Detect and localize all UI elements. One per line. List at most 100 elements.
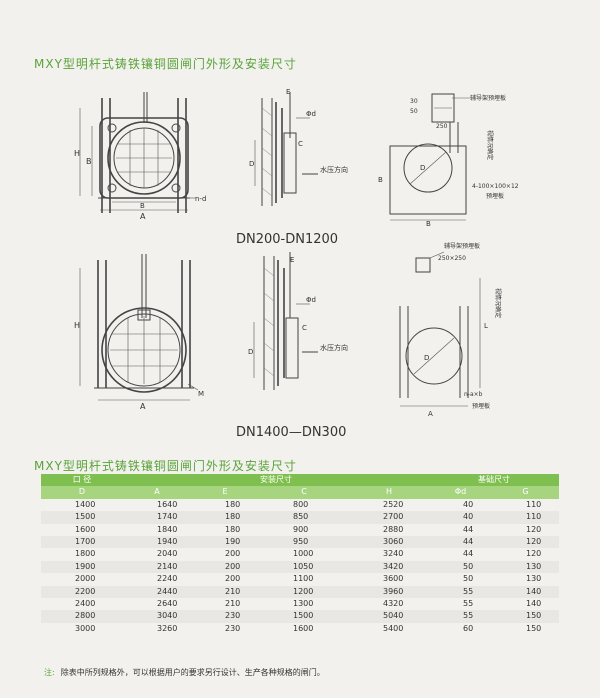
dim-label: D xyxy=(249,160,254,168)
dim-label: B xyxy=(426,220,431,228)
page-title: MXY型明杆式铸铁镶铜圆闸门外形及安装尺寸 xyxy=(34,57,297,71)
dim-label: Φd xyxy=(306,296,316,304)
front-view-large: H A M xyxy=(74,254,204,411)
table-cell: 150 xyxy=(492,610,559,623)
table-cell: 2700 xyxy=(349,511,429,524)
header-cell: 基础尺寸 xyxy=(429,474,559,487)
foundation-plan-large: 辅导架预埋板 250×250 D L 视情况确定 A n-a×b 预埋板 xyxy=(399,242,502,418)
dim-label: H xyxy=(74,149,80,158)
annotation: 辅导架预埋板 xyxy=(444,242,480,250)
table-cell: 150 xyxy=(492,622,559,636)
dim-label: Φd xyxy=(306,110,316,118)
subheader-cell: D xyxy=(41,486,123,499)
subheader-cell: H xyxy=(349,486,429,499)
dim-label: n-d xyxy=(195,195,206,203)
table-cell: 180 xyxy=(191,498,259,512)
dim-label: C xyxy=(302,324,307,332)
table-cell: 1050 xyxy=(259,560,349,574)
dim-label: B xyxy=(378,176,383,184)
dim-label: M xyxy=(198,390,204,398)
table-cell: 3060 xyxy=(349,536,429,549)
annotation: 视情况确定 xyxy=(494,288,502,318)
table-cell: 230 xyxy=(191,610,259,623)
water-direction-label: 水压方向 xyxy=(320,343,348,352)
side-view-large: D E Φd C 水压方向 xyxy=(248,252,348,390)
header-cell: 口 径 xyxy=(41,474,123,487)
dim-label: H xyxy=(74,321,80,330)
table-cell: 200 xyxy=(191,573,259,586)
table-cell: 55 xyxy=(429,610,492,623)
table-cell: 2880 xyxy=(349,523,429,537)
table-cell: 55 xyxy=(429,598,492,611)
dim-label: D xyxy=(424,354,429,362)
table-cell: 3040 xyxy=(123,610,191,623)
subheader-cell: A xyxy=(123,486,191,499)
subheader-cell: C xyxy=(259,486,349,499)
footnote-text: 除表中所列规格外，可以根据用户的要求另行设计、生产各种规格的闸门。 xyxy=(60,668,325,677)
table-cell: 1600 xyxy=(259,622,349,636)
table-cell: 44 xyxy=(429,548,492,561)
table-cell: 3260 xyxy=(123,622,191,636)
table-cell: 110 xyxy=(492,498,559,512)
table-cell: 1840 xyxy=(123,523,191,537)
table-cell: 2520 xyxy=(349,498,429,512)
dim-label: A xyxy=(140,212,146,221)
table-cell: 1700 xyxy=(41,536,123,549)
dim-label: A xyxy=(140,402,146,411)
table-cell: 1400 xyxy=(41,498,123,512)
water-direction-label: 水压方向 xyxy=(320,165,348,174)
dim-label: D xyxy=(420,164,425,172)
table-cell: 2640 xyxy=(123,598,191,611)
annotation: 250×250 xyxy=(438,255,466,262)
table-cell: 3420 xyxy=(349,560,429,574)
annotation: 预埋板 xyxy=(472,402,490,410)
table-cell: 230 xyxy=(191,622,259,636)
table-title: MXY型明杆式铸铁镶铜圆闸门外形及安装尺寸 xyxy=(34,459,297,473)
annotation: 视情况确定 xyxy=(486,130,494,160)
table-cell: 1940 xyxy=(123,536,191,549)
table-cell: 120 xyxy=(492,548,559,561)
table-cell: 200 xyxy=(191,548,259,561)
table-cell: 5400 xyxy=(349,622,429,636)
table-cell: 850 xyxy=(259,511,349,524)
table-cell: 40 xyxy=(429,498,492,512)
table-cell: 120 xyxy=(492,523,559,537)
annotation: 4-100×100×12 xyxy=(472,183,519,190)
table-cell: 2200 xyxy=(41,585,123,599)
footnote: 注: 除表中所列规格外，可以根据用户的要求另行设计、生产各种规格的闸门。 xyxy=(44,667,325,678)
dim-label: L xyxy=(484,322,488,330)
table-cell: 180 xyxy=(191,511,259,524)
subheader-cell: Φd xyxy=(429,486,492,499)
table-cell: 2440 xyxy=(123,585,191,599)
table-cell: 1600 xyxy=(41,523,123,537)
table-cell: 1200 xyxy=(259,585,349,599)
table-cell: 2040 xyxy=(123,548,191,561)
dim-label: E xyxy=(286,88,290,96)
annotation: 辅导架预埋板 xyxy=(470,94,506,102)
footnote-label: 注: xyxy=(44,668,55,677)
table-cell: 900 xyxy=(259,523,349,537)
table-cell: 50 xyxy=(429,560,492,574)
dim-label: E xyxy=(290,256,294,264)
dim-label: A xyxy=(428,410,433,418)
foundation-plan-small: 30 50 250 辅导架预埋板 D B B 4-100×100×12 预埋板 … xyxy=(378,93,519,228)
table-cell: 3240 xyxy=(349,548,429,561)
table-cell: 1000 xyxy=(259,548,349,561)
table-cell: 40 xyxy=(429,511,492,524)
table-cell: 44 xyxy=(429,523,492,537)
side-view-small: D E Φd C 水压方向 xyxy=(249,88,348,206)
table-cell: 50 xyxy=(429,573,492,586)
table-cell: 2800 xyxy=(41,610,123,623)
table-cell: 55 xyxy=(429,585,492,599)
table-cell: 180 xyxy=(191,523,259,537)
table-cell: 1300 xyxy=(259,598,349,611)
